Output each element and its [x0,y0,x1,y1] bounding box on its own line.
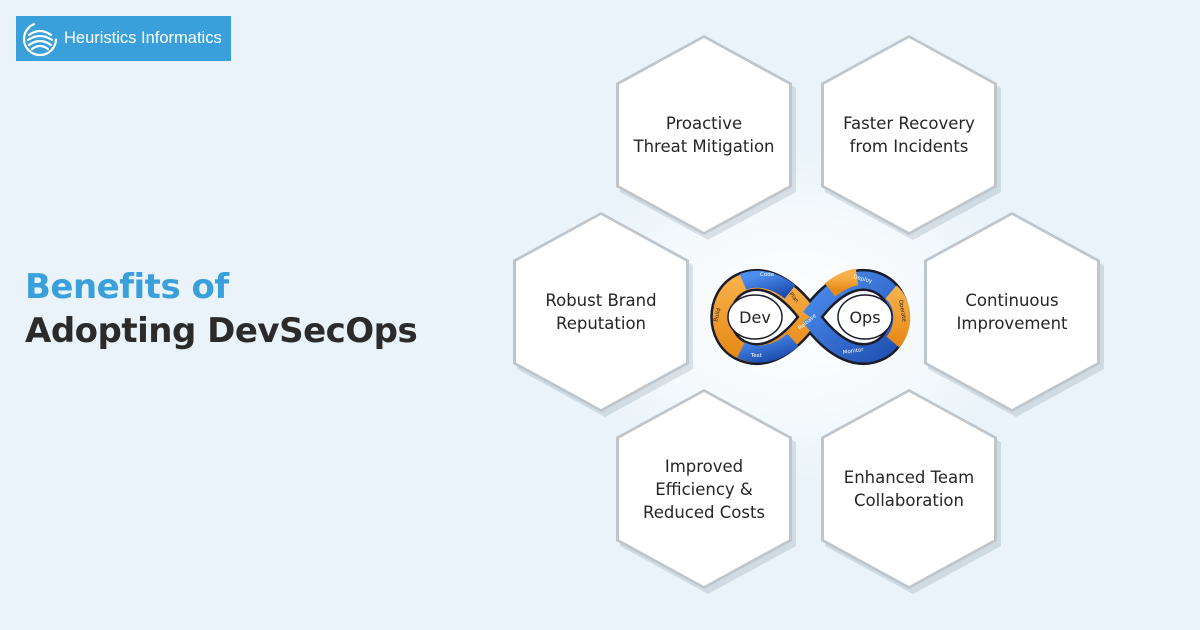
brand-logo[interactable]: Heuristics Informatics [16,16,231,61]
benefit-label: Continuous Improvement [956,291,1068,333]
benefit-label: Improved Efficiency & Reduced Costs [642,456,766,522]
stage-deploy: Deploy [852,274,873,285]
title-line-2: Adopting DevSecOps [25,311,418,351]
stage-operate: Operate [897,299,907,323]
benefit-hexagon-brand-reputation: Robust Brand Reputation [513,212,689,412]
swirl-logo-icon [22,21,58,56]
benefit-hexagon-threat-mitigation: Proactive Threat Mitigation [616,35,792,235]
stage-build: Build [713,308,722,323]
benefit-hexagon-efficiency: Improved Efficiency & Reduced Costs [616,389,792,589]
benefit-label: Robust Brand Reputation [545,291,657,333]
benefit-label: Faster Recovery from Incidents [843,114,975,156]
stage-monitor: Monitor [842,347,864,356]
benefit-hexagon-continuous-improvement: Continuous Improvement [924,212,1100,412]
benefit-hexagon-faster-recovery: Faster Recovery from Incidents [821,35,997,235]
benefit-label: Proactive Threat Mitigation [633,114,775,156]
brand-name: Heuristics Informatics [64,29,222,47]
ops-label: Ops [849,308,880,327]
title-line-1: Benefits of [25,267,229,307]
benefit-hexagon-team-collaboration: Enhanced Team Collaboration [821,389,997,589]
stage-test: Test [750,353,763,359]
stage-code: Code [760,272,775,278]
page-title: Benefits of Adopting DevSecOps [25,265,418,353]
dev-label: Dev [739,308,771,327]
devops-infinity-loop: Dev Ops Code Build Test Plan Release Dep… [710,268,911,365]
benefit-label: Enhanced Team Collaboration [843,468,975,510]
